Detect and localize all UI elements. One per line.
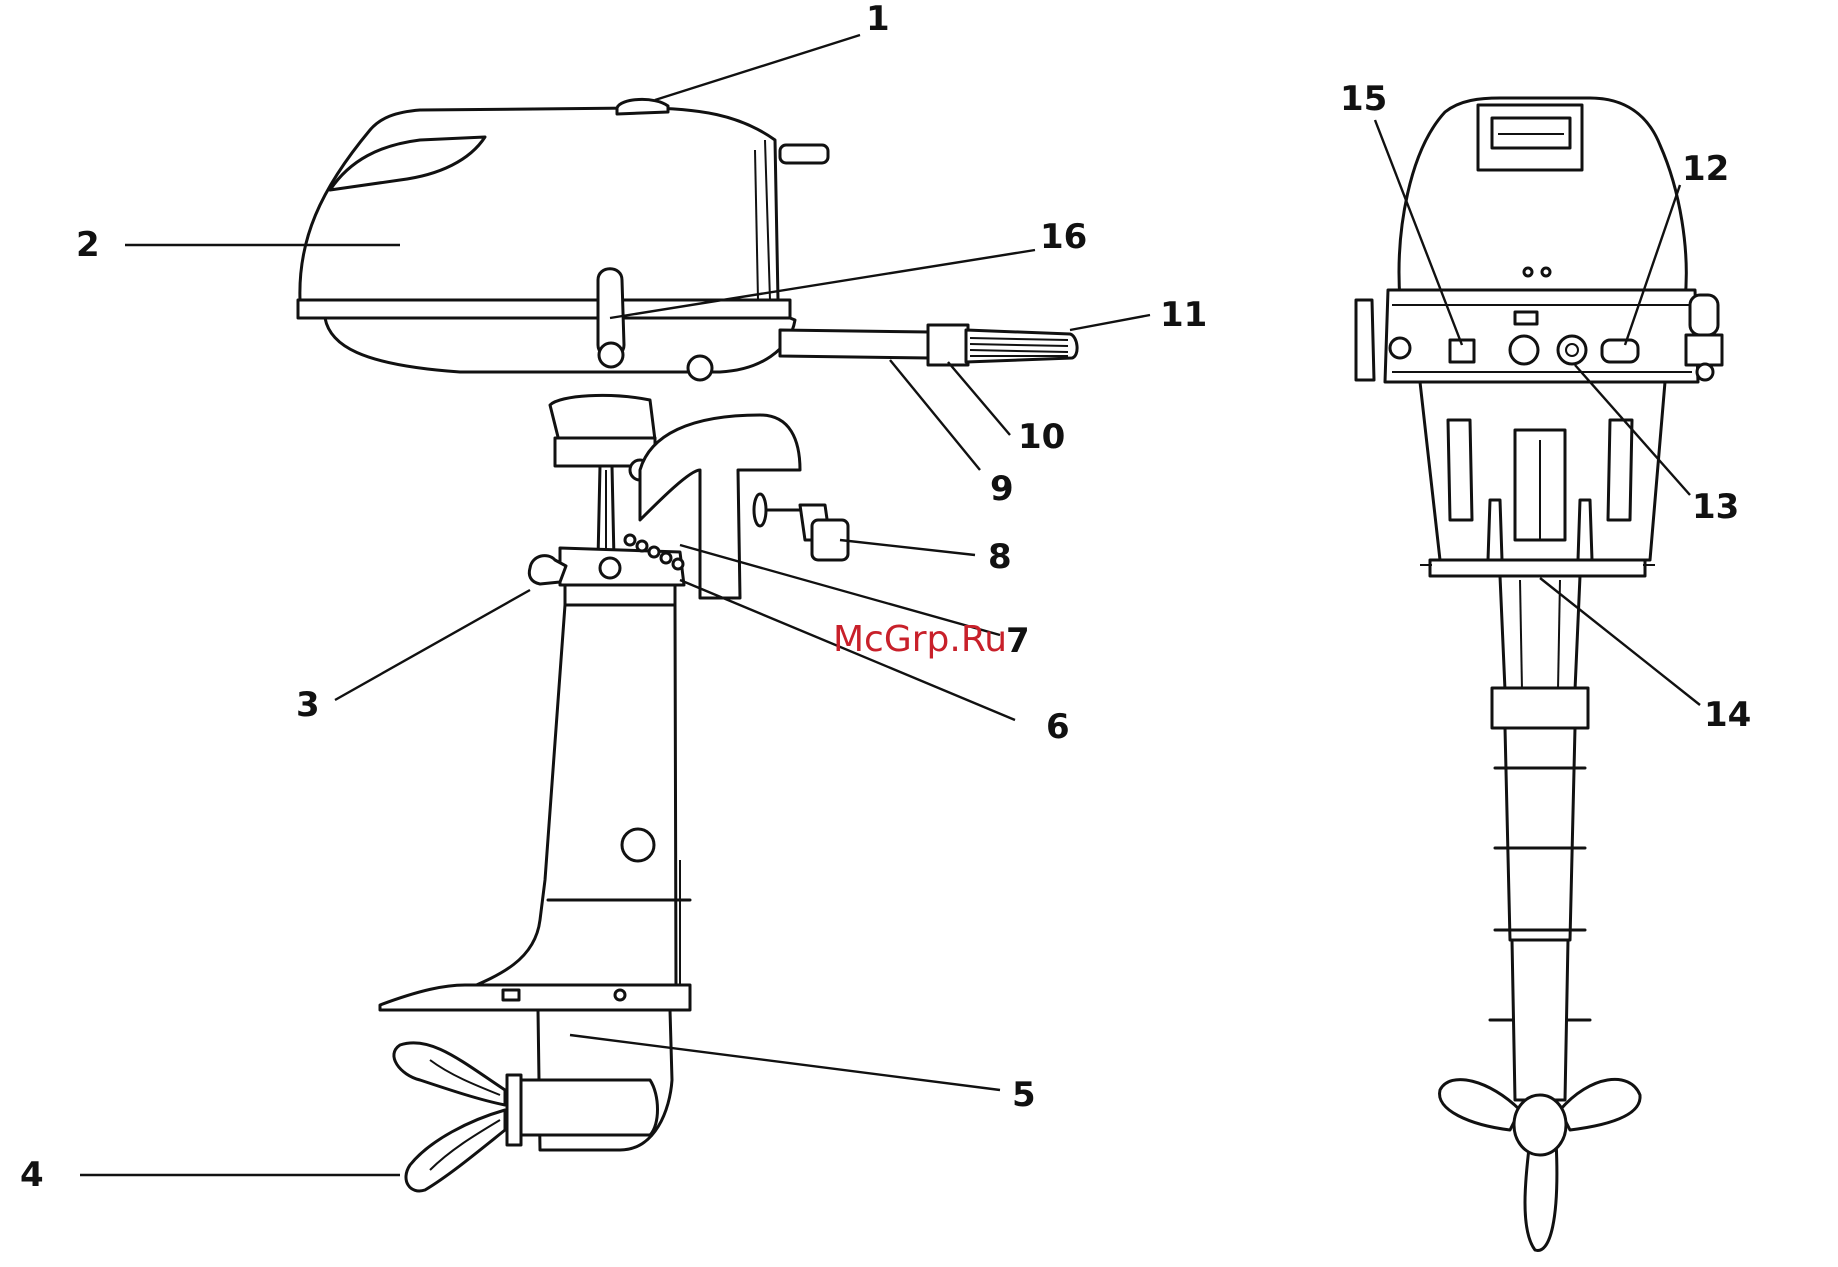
rear-propeller-blade-right	[1560, 1079, 1640, 1130]
rear-control-panel	[1385, 290, 1698, 382]
engine-cowling	[300, 108, 778, 300]
propeller-blade-lower	[406, 1110, 505, 1191]
callout-5: 5	[1012, 1075, 1036, 1115]
water-intake-plug	[622, 829, 654, 861]
callout-14: 14	[1704, 695, 1751, 735]
cowling-top-cap	[617, 99, 668, 114]
fuel-valve-knob	[1558, 336, 1586, 364]
callout-11: 11	[1160, 295, 1207, 335]
anti-cavitation-plate	[380, 985, 690, 1010]
tiller-arm	[780, 330, 930, 358]
tilt-lock-lever	[600, 558, 620, 578]
rear-shaft-housing	[1500, 576, 1580, 690]
callout-16: 16	[1040, 217, 1087, 257]
leader-9	[890, 360, 980, 470]
callout-1: 1	[866, 0, 890, 39]
tiller-collar	[928, 325, 968, 365]
propeller-blade-upper	[394, 1043, 505, 1105]
callout-2: 2	[76, 225, 100, 265]
rear-crossbar	[1430, 560, 1645, 576]
leader-3	[335, 590, 530, 700]
callout-8: 8	[988, 537, 1012, 577]
callout-10: 10	[1018, 417, 1065, 457]
rear-propeller-hub	[1514, 1095, 1566, 1155]
leader-8	[840, 540, 975, 555]
rear-propeller-blade-down	[1525, 1140, 1557, 1250]
rear-view-motor	[1356, 98, 1722, 1250]
callout-12: 12	[1682, 149, 1729, 189]
drive-shaft-housing	[465, 605, 676, 990]
leader-1	[655, 35, 860, 100]
choke-knob	[1510, 336, 1538, 364]
callout-9: 9	[990, 469, 1014, 509]
engine-base	[325, 318, 795, 372]
callout-13: 13	[1692, 487, 1739, 527]
starter-handle	[1602, 340, 1638, 362]
callout-4: 4	[20, 1155, 44, 1195]
lower-cowling	[298, 300, 790, 318]
callout-7: 7	[1006, 621, 1030, 661]
rear-shaft-collar	[1492, 688, 1588, 728]
callout-6: 6	[1046, 707, 1070, 747]
rear-propeller-blade-left	[1440, 1080, 1520, 1130]
leader-11	[1070, 315, 1150, 330]
leader-10	[948, 362, 1010, 435]
cowling-vent-knob	[780, 145, 828, 163]
watermark: McGrp.Ru	[833, 619, 1007, 660]
rear-fuel-cap	[1690, 295, 1718, 335]
callout-3: 3	[296, 685, 320, 725]
propeller-hub	[510, 1080, 658, 1135]
callout-15: 15	[1340, 79, 1387, 119]
